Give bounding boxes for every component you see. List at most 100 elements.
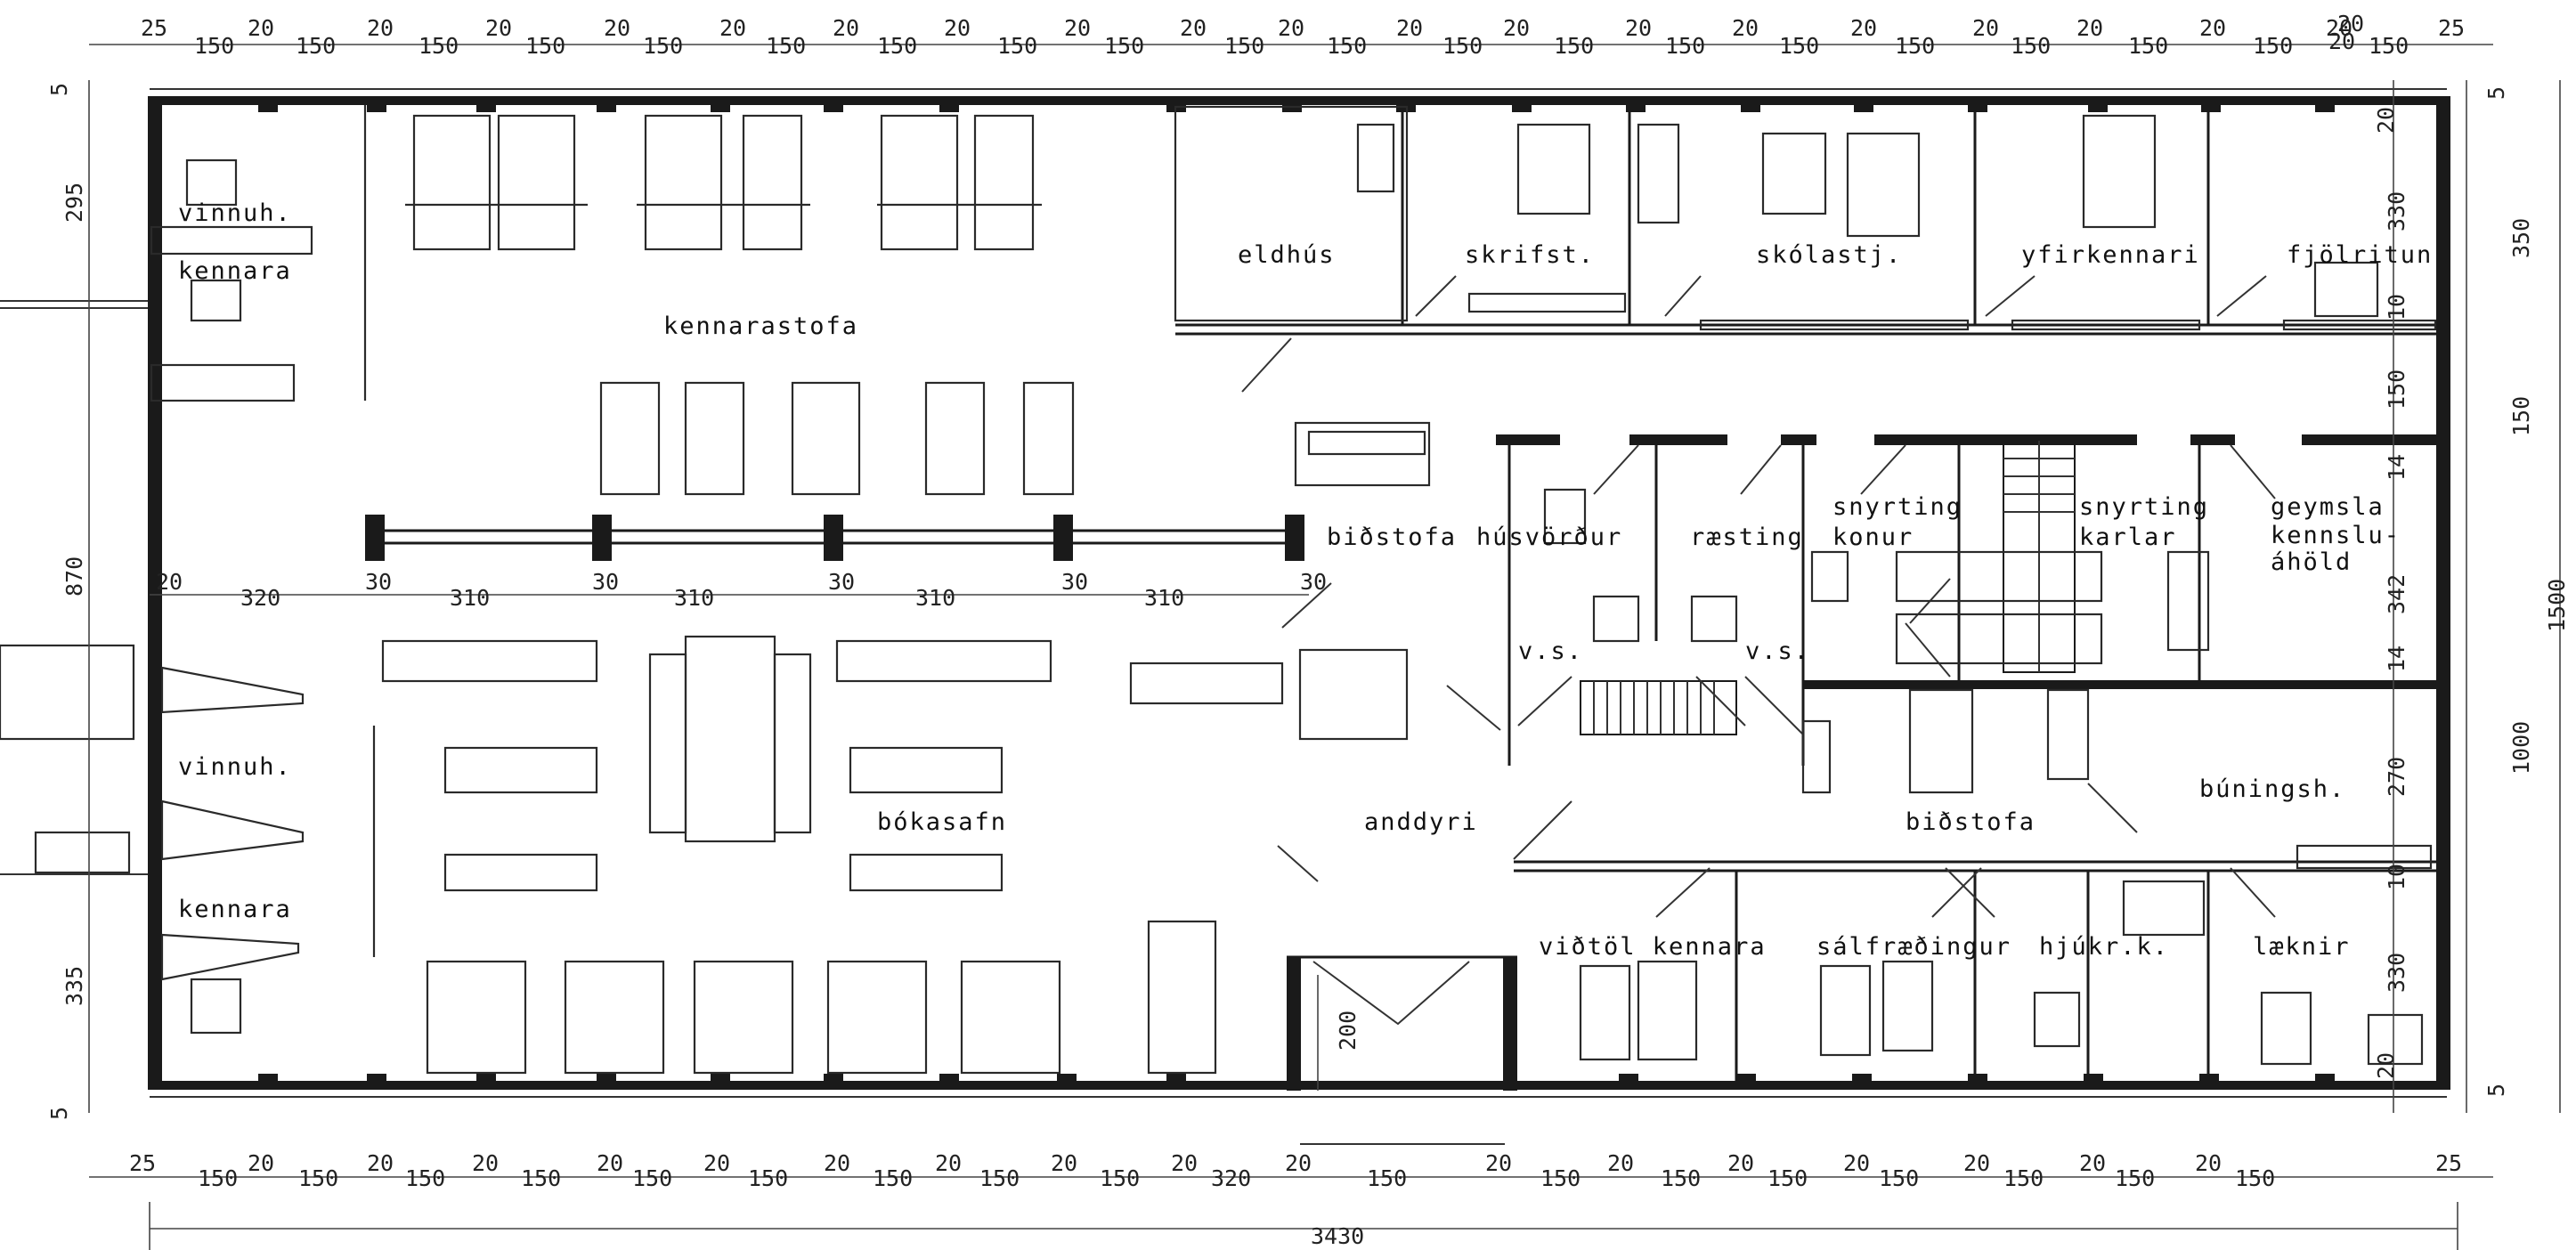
svg-text:20: 20 — [367, 15, 394, 41]
svg-text:20: 20 — [1485, 1150, 1512, 1176]
svg-text:20: 20 — [703, 1150, 730, 1176]
svg-text:30: 30 — [365, 569, 392, 595]
svg-text:20: 20 — [935, 1150, 962, 1176]
label-bidstofa-top: biðstofa — [1327, 524, 1457, 551]
svg-text:150: 150 — [873, 1165, 913, 1191]
svg-text:20: 20 — [719, 15, 746, 41]
svg-text:150: 150 — [2003, 1165, 2044, 1191]
svg-text:30: 30 — [1061, 569, 1088, 595]
svg-text:20: 20 — [1727, 1150, 1754, 1176]
label-geymsla-1: geymsla — [2271, 493, 2385, 521]
svg-text:20: 20 — [1171, 1150, 1198, 1176]
svg-text:150: 150 — [525, 33, 565, 59]
svg-text:150: 150 — [1442, 33, 1483, 59]
label-snyrting-karlar-1: snyrting — [2079, 493, 2209, 521]
svg-text:20: 20 — [824, 1150, 850, 1176]
furniture — [0, 105, 2437, 1075]
svg-text:150: 150 — [2253, 33, 2293, 59]
svg-text:20: 20 — [472, 1150, 499, 1176]
svg-text:20: 20 — [1843, 1150, 1870, 1176]
svg-text:20: 20 — [485, 15, 512, 41]
svg-text:20: 20 — [1732, 15, 1759, 41]
svg-text:20: 20 — [367, 1150, 394, 1176]
svg-text:1000: 1000 — [2508, 721, 2534, 775]
far-right-dim: 1500 — [2544, 579, 2570, 632]
svg-text:150: 150 — [1895, 33, 1935, 59]
svg-text:20: 20 — [156, 569, 183, 595]
svg-text:5: 5 — [46, 1107, 72, 1120]
svg-text:150: 150 — [632, 1165, 672, 1191]
dims-top: 25 20 150 20 150 20 150 20 150 20 150 20… — [141, 11, 2465, 59]
svg-text:20: 20 — [2373, 1052, 2399, 1079]
label-bidstofa-bottom: biðstofa — [1906, 808, 2036, 836]
svg-text:20: 20 — [2337, 11, 2364, 37]
svg-text:320: 320 — [1211, 1165, 1251, 1191]
svg-text:20: 20 — [833, 15, 859, 41]
svg-text:30: 30 — [1300, 569, 1327, 595]
svg-text:20: 20 — [1278, 15, 1304, 41]
svg-text:20: 20 — [604, 15, 630, 41]
svg-text:870: 870 — [61, 556, 87, 597]
svg-text:20: 20 — [2195, 1150, 2222, 1176]
svg-text:310: 310 — [450, 585, 490, 611]
label-skolastj: skólastj. — [1756, 241, 1902, 269]
svg-text:150: 150 — [2235, 1165, 2275, 1191]
label-laeknir: læknir — [2253, 933, 2351, 961]
label-buningsh: búningsh. — [2199, 775, 2345, 803]
svg-text:150: 150 — [1661, 1165, 1701, 1191]
svg-text:150: 150 — [1554, 33, 1594, 59]
svg-text:20: 20 — [1051, 1150, 1077, 1176]
dims-bottom: 25 150 20 150 20 150 20 150 20 150 20 15… — [129, 1150, 2462, 1191]
svg-text:330: 330 — [2384, 191, 2409, 231]
label-skrifst: skrifst. — [1465, 241, 1595, 269]
svg-text:150: 150 — [418, 33, 459, 59]
svg-text:20: 20 — [1607, 1150, 1634, 1176]
svg-text:150: 150 — [1665, 33, 1705, 59]
label-vinnuh-bottom: vinnuh. — [178, 753, 292, 781]
svg-text:150: 150 — [2128, 33, 2168, 59]
label-husvordur: húsvörður — [1476, 524, 1622, 551]
label-eldhus: eldhús — [1238, 241, 1336, 269]
svg-text:20: 20 — [2328, 28, 2355, 54]
svg-text:150: 150 — [1879, 1165, 1919, 1191]
svg-text:150: 150 — [1327, 33, 1367, 59]
svg-text:20: 20 — [1064, 15, 1091, 41]
svg-text:295: 295 — [61, 183, 87, 223]
room-labels: vinnuh. kennara kennarastofa eldhús skri… — [178, 199, 2431, 961]
svg-text:5: 5 — [2483, 86, 2509, 100]
svg-text:20: 20 — [248, 1150, 274, 1176]
label-salfraedingur: sálfræðingur — [1816, 933, 2011, 961]
columns — [258, 96, 2335, 1090]
svg-text:150: 150 — [298, 1165, 338, 1191]
label-geymsla-2: kennslu- — [2271, 522, 2401, 549]
label-vs-left: v.s. — [1518, 637, 1583, 665]
interior-walls — [148, 105, 2444, 1091]
dimension-lines — [88, 44, 2561, 1250]
svg-text:150: 150 — [1367, 1165, 1407, 1191]
svg-text:20: 20 — [1963, 1150, 1990, 1176]
svg-text:342: 342 — [2384, 574, 2409, 614]
svg-text:150: 150 — [194, 33, 234, 59]
dims-right-inner: 20 330 10 150 14 342 14 270 10 330 20 — [2373, 107, 2409, 1079]
svg-text:150: 150 — [643, 33, 683, 59]
label-snyrting-konur-1: snyrting — [1832, 493, 1962, 521]
label-bokasafn: bókasafn — [877, 808, 1007, 836]
label-anddyri: anddyri — [1364, 808, 1478, 836]
svg-text:25: 25 — [2438, 15, 2465, 41]
svg-text:350: 350 — [2508, 218, 2534, 258]
svg-text:20: 20 — [248, 15, 274, 41]
svg-text:320: 320 — [240, 585, 280, 611]
dims-mid: 20 320 30 310 30 310 30 310 30 310 30 — [156, 569, 1327, 611]
svg-text:10: 10 — [2384, 864, 2409, 890]
svg-text:150: 150 — [979, 1165, 1020, 1191]
svg-text:335: 335 — [61, 966, 87, 1006]
svg-text:150: 150 — [997, 33, 1037, 59]
svg-text:30: 30 — [828, 569, 855, 595]
dims-right-outer: 5 350 150 1000 5 — [2483, 86, 2534, 1097]
label-kennara-bottom: kennara — [178, 896, 292, 923]
svg-text:150: 150 — [2384, 369, 2409, 410]
label-geymsla-3: áhöld — [2271, 548, 2352, 576]
svg-text:5: 5 — [2483, 1084, 2509, 1097]
entrance-depth: 200 — [1335, 1011, 1361, 1051]
svg-text:330: 330 — [2384, 953, 2409, 993]
